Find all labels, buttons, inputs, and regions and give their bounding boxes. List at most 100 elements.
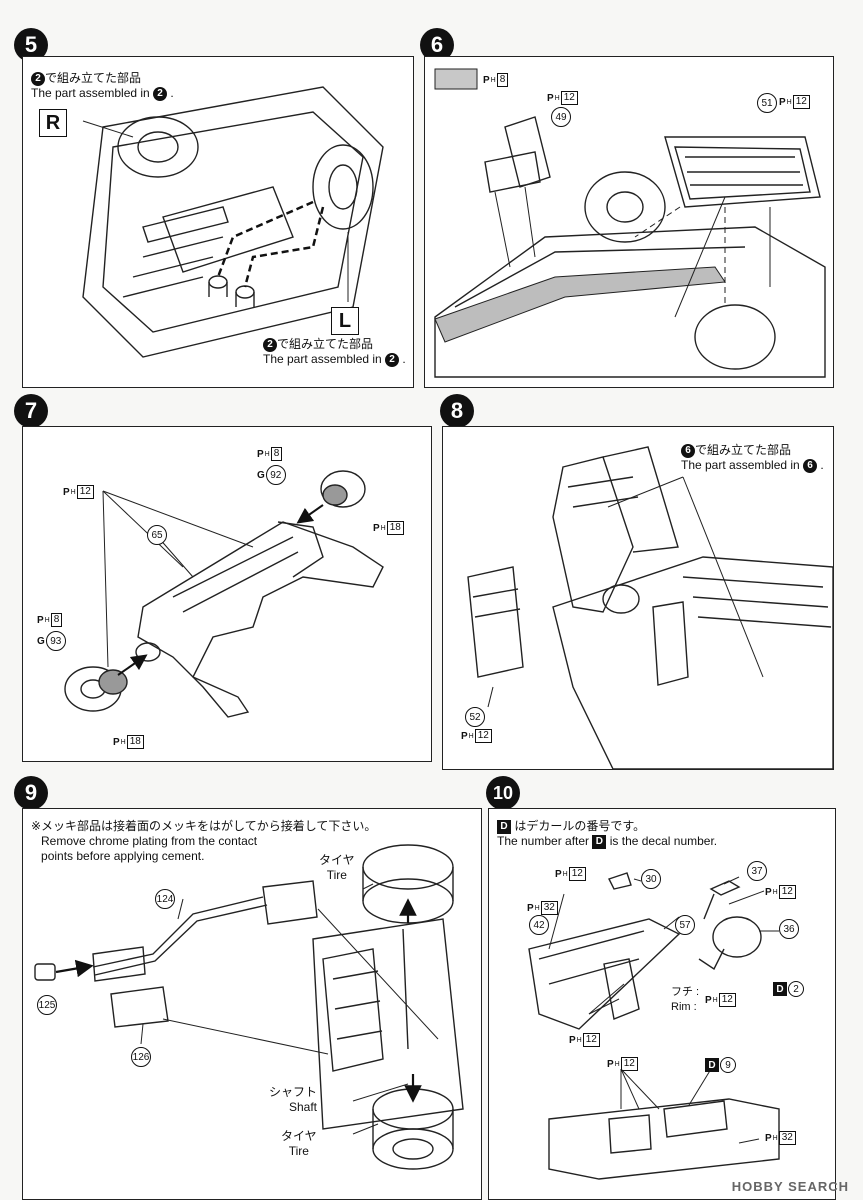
- ph-prefix: P: [547, 92, 554, 104]
- ph-sub: H: [614, 1060, 620, 1068]
- ref-circle: 6: [681, 443, 695, 458]
- g-number: 92: [265, 465, 286, 485]
- ph-number: 12: [76, 485, 94, 499]
- part-52-number: 52: [465, 707, 485, 727]
- step-10-note: D はデカールの番号です。 The number after D is the …: [497, 819, 717, 849]
- step-5-note-bottom-jp: で組み立てた部品: [277, 337, 374, 351]
- step-9-note: ※メッキ部品は接着面のメッキをはがしてから接着して下さい。 Remove chr…: [31, 819, 376, 864]
- ph-prefix: P: [765, 1132, 772, 1144]
- ref-circle: 2: [385, 352, 400, 367]
- step-9-panel: ※メッキ部品は接着面のメッキをはがしてから接着して下さい。 Remove chr…: [22, 808, 482, 1200]
- ph-prefix: P: [113, 736, 120, 748]
- ph-number: 18: [126, 735, 144, 749]
- ph-sub: H: [534, 904, 540, 912]
- step-10-note-jp: はデカールの番号です。: [514, 819, 646, 833]
- ph-sub: H: [380, 524, 386, 532]
- side-l-label: L: [331, 307, 359, 335]
- ph-prefix: P: [37, 614, 44, 626]
- part-36-number: 36: [779, 919, 799, 939]
- step-8-illustration: [467, 446, 833, 769]
- part-49-number: 49: [551, 107, 571, 127]
- step-5-note-bottom-en: The part assembled in: [263, 352, 382, 366]
- step-6-illustration: [434, 68, 826, 378]
- ph-prefix: P: [257, 448, 264, 460]
- part-124-number: 124: [155, 889, 175, 909]
- ph-prefix: P: [765, 886, 772, 898]
- ph-sub: H: [562, 870, 568, 878]
- step-9-note-en1: Remove chrome plating from the contact: [41, 834, 258, 848]
- ref-circle: 2: [263, 337, 277, 352]
- ph-number: 12: [560, 91, 578, 105]
- part-125-number: 125: [37, 995, 57, 1015]
- decal-number: 9: [720, 1057, 736, 1073]
- tire2-en: Tire: [288, 1144, 309, 1158]
- ph-sub: H: [120, 738, 126, 746]
- ph-number: 12: [718, 993, 736, 1007]
- decal-marker: D: [497, 819, 511, 834]
- ph-number: 12: [568, 867, 586, 881]
- part-51-number: 51: [757, 93, 777, 113]
- ph-sub: H: [772, 1134, 778, 1142]
- ph-prefix: P: [779, 96, 786, 108]
- step-10-note-en-a: The number after: [497, 834, 590, 848]
- side-r-label: R: [39, 109, 67, 137]
- step-8-note-jp: で組み立てた部品: [695, 443, 792, 457]
- part-37-number: 37: [747, 861, 767, 881]
- g-number: 93: [45, 631, 66, 651]
- step-9-illustration: [34, 844, 464, 1170]
- step-9-note-en2: points before applying cement.: [41, 849, 205, 863]
- g-prefix: G: [37, 635, 45, 647]
- tire-jp: タイヤ: [319, 853, 355, 867]
- ph-number: 8: [270, 447, 283, 461]
- ph-prefix: P: [555, 868, 562, 880]
- step-10-number: 10: [486, 776, 520, 810]
- ph-prefix: P: [373, 522, 380, 534]
- hobby-search-watermark: HOBBY SEARCH: [731, 1179, 849, 1194]
- rim-label: フチ :Rim :: [671, 986, 700, 1013]
- ph-number: 32: [540, 901, 558, 915]
- ph-number: 18: [386, 521, 404, 535]
- rim-jp: フチ: [671, 986, 693, 998]
- part-126-number: 126: [131, 1047, 151, 1067]
- ph-sub: H: [264, 450, 270, 458]
- ph-number: 12: [620, 1057, 638, 1071]
- ph-sub: H: [786, 98, 792, 106]
- ph-sub: H: [576, 1036, 582, 1044]
- step-10-panel: D はデカールの番号です。 The number after D is the …: [488, 808, 836, 1200]
- step-7-illustration: [64, 470, 384, 718]
- ph-sub: H: [44, 616, 50, 624]
- part-42-number: 42: [529, 915, 549, 935]
- ph-number: 8: [50, 613, 63, 627]
- shaft-jp: シャフト: [269, 1085, 318, 1099]
- ph-prefix: P: [483, 74, 490, 86]
- step-7-number: 7: [14, 394, 48, 428]
- ph-sub: H: [70, 488, 76, 496]
- ph-sub: H: [712, 996, 718, 1004]
- step-8-number: 8: [440, 394, 474, 428]
- ph-prefix: P: [461, 730, 468, 742]
- step-9-note-jp: ※メッキ部品は接着面のメッキをはがしてから接着して下さい。: [31, 819, 377, 833]
- shaft-en: Shaft: [288, 1100, 318, 1114]
- ph-prefix: P: [607, 1058, 614, 1070]
- ph-sub: H: [554, 94, 560, 102]
- step-9-number: 9: [14, 776, 48, 810]
